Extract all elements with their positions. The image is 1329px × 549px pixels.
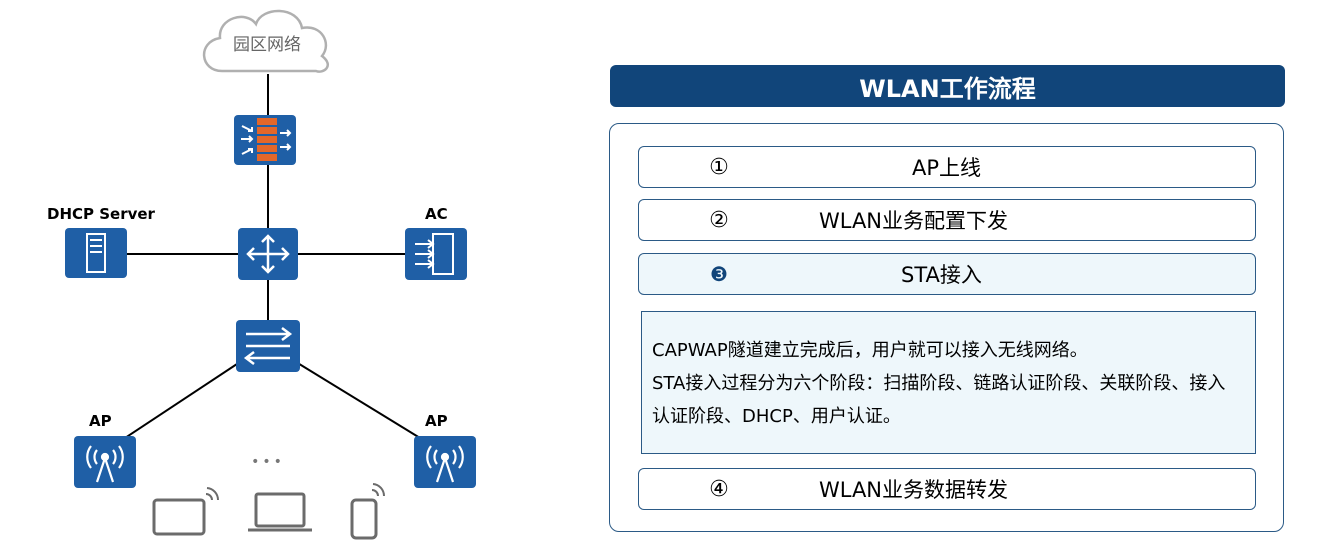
step-label: WLAN业务配置下发 <box>819 209 1009 233</box>
ac-controller-icon <box>415 233 454 275</box>
step-sta-access: ❸ STA接入 <box>638 253 1256 295</box>
phone-icon <box>350 498 378 540</box>
wifi-antenna-icon <box>86 445 124 483</box>
switch-device <box>236 320 300 372</box>
dhcp-server-device <box>65 228 127 278</box>
link-switch-ap-right <box>295 361 421 439</box>
detail-line-1: CAPWAP隧道建立完成后，用户就可以接入无线网络。 <box>652 340 1088 361</box>
cloud-icon <box>202 9 329 73</box>
link-switch-ap-left <box>124 361 241 439</box>
network-topology-diagram: 园区网络 <box>65 9 476 540</box>
laptop-terminal <box>248 492 312 532</box>
ac-label: AC <box>425 205 448 223</box>
ap-right-device <box>414 436 476 488</box>
tablet-icon <box>152 498 206 536</box>
workflow-title: WLAN工作流程 <box>610 65 1285 107</box>
tablet-terminal <box>152 487 220 536</box>
step-label: AP上线 <box>912 156 982 180</box>
sta-access-detail: CAPWAP隧道建立完成后，用户就可以接入无线网络。 STA接入过程分为六个阶段… <box>641 311 1256 454</box>
phone-terminal <box>350 483 386 540</box>
firewall-brick-icon <box>257 118 277 161</box>
step-ap-online: ① AP上线 <box>638 146 1256 188</box>
cloud-label: 园区网络 <box>233 35 301 55</box>
more-terminals-ellipsis: ••• <box>251 454 285 470</box>
ap-left-label: AP <box>89 412 112 430</box>
campus-network-cloud: 园区网络 <box>202 9 329 73</box>
step-number: ② <box>709 207 729 233</box>
step-number: ❸ <box>710 262 728 286</box>
step-label: WLAN业务数据转发 <box>819 478 1009 502</box>
step-number: ④ <box>709 476 729 502</box>
dhcp-server-label: DHCP Server <box>47 205 155 223</box>
router-arrows-icon <box>246 234 290 274</box>
step-number: ① <box>709 154 729 180</box>
connection-lines <box>124 74 421 439</box>
ap-left-device <box>74 436 136 488</box>
step-wlan-config: ② WLAN业务配置下发 <box>638 199 1256 241</box>
step-label: STA接入 <box>901 263 982 287</box>
router-device <box>238 228 298 280</box>
ap-right-label: AP <box>425 412 448 430</box>
server-icon <box>86 233 106 273</box>
wifi-antenna-icon <box>426 445 464 483</box>
workflow-panel <box>609 123 1284 532</box>
laptop-icon <box>254 492 306 528</box>
switch-arrows-icon <box>243 327 293 365</box>
step-wlan-data-forward: ④ WLAN业务数据转发 <box>638 468 1256 510</box>
firewall-device <box>234 115 296 165</box>
ac-device <box>405 228 467 280</box>
detail-line-2: STA接入过程分为六个阶段：扫描阶段、链路认证阶段、关联阶段、接入认证阶段、DH… <box>652 373 1226 427</box>
